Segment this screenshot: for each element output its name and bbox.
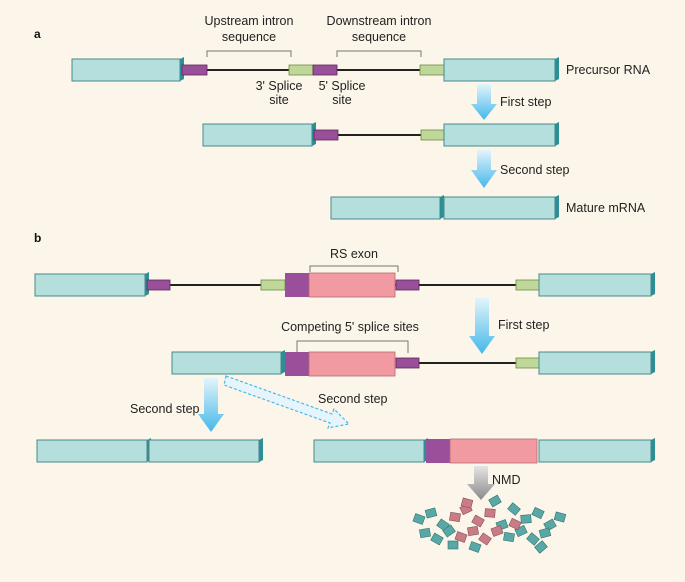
green-segment <box>515 357 540 369</box>
downstream-intron-label-1: Downstream intron <box>327 14 432 28</box>
rs-exon <box>285 272 396 298</box>
rna-fragment <box>454 531 468 543</box>
exon-right <box>148 438 263 463</box>
purple-segment <box>181 64 208 76</box>
green-segment <box>288 64 314 76</box>
precursor-rna-b <box>34 272 655 298</box>
rna-fragment <box>553 511 567 523</box>
mature-mrna-rs <box>313 438 655 464</box>
competing-bracket <box>296 340 409 353</box>
rna-fragment <box>526 532 540 546</box>
exon-right <box>443 122 559 147</box>
rna-fragment <box>507 502 521 516</box>
upstream-intron-label-1: Upstream intron <box>205 14 294 28</box>
upstream-intron-bracket <box>206 50 292 57</box>
panel-a-label: a <box>34 27 41 41</box>
second-step-label-right: Second step <box>318 392 388 406</box>
rna-fragment <box>508 517 522 531</box>
rna-fragment <box>484 508 496 518</box>
green-segment <box>419 64 445 76</box>
splice-5-label-1: 5' Splice <box>319 79 366 93</box>
second-step-arrow-left <box>198 378 224 432</box>
competing-splice-label: Competing 5' splice sites <box>281 320 419 334</box>
exon-right <box>443 195 559 220</box>
second-step-label-a: Second step <box>500 163 570 177</box>
exon-right <box>538 438 655 463</box>
splice-3-label-2: site <box>269 93 289 107</box>
precursor-rna-label: Precursor RNA <box>566 63 651 77</box>
purple-segment <box>395 279 420 291</box>
rna-fragment <box>468 541 482 553</box>
intermediate-rna <box>202 122 559 147</box>
purple-segment <box>395 357 420 369</box>
splice-5-label-2: site <box>332 93 352 107</box>
panel-b-label: b <box>34 231 41 245</box>
second-step-arrow <box>471 150 497 188</box>
exon-right <box>538 272 655 297</box>
rs-exon-label: RS exon <box>330 247 378 261</box>
rna-fragment <box>424 507 438 519</box>
splice-3-label-1: 3' Splice <box>256 79 303 93</box>
rna-fragment <box>534 540 548 554</box>
rna-fragment <box>543 518 557 532</box>
rna-fragment <box>430 532 444 546</box>
rs-exon <box>426 438 538 464</box>
upstream-intron-label-2: sequence <box>222 30 276 44</box>
purple-segment <box>313 129 339 141</box>
rna-fragment <box>488 494 502 508</box>
first-step-label-a: First step <box>500 95 551 109</box>
first-step-arrow-b <box>469 298 495 354</box>
exon-left <box>202 122 316 147</box>
rna-fragment <box>490 525 504 537</box>
rna-fragment <box>412 513 426 525</box>
mature-mrna <box>330 195 559 220</box>
rna-fragment <box>460 497 474 509</box>
first-step-label-b: First step <box>498 318 549 332</box>
rna-fragment <box>449 511 461 523</box>
degraded-fragments <box>412 494 567 554</box>
rna-fragment <box>531 506 545 520</box>
downstream-intron-bracket <box>336 50 422 57</box>
exon-right <box>538 350 655 375</box>
rna-fragment <box>478 532 492 546</box>
intermediate-rna-b <box>171 350 655 377</box>
rna-fragment <box>442 524 456 538</box>
exon-left <box>313 438 428 463</box>
second-step-arrow-right <box>223 375 351 429</box>
first-step-arrow <box>471 84 497 120</box>
nmd-label: NMD <box>492 473 520 487</box>
exon-left <box>71 57 184 82</box>
second-step-label-left: Second step <box>130 402 200 416</box>
mature-mrna-left <box>36 438 263 463</box>
green-segment <box>260 279 286 291</box>
exon-left <box>34 272 149 297</box>
rna-fragment <box>467 525 479 537</box>
rs-exon-bracket <box>309 265 399 272</box>
rna-fragment <box>447 540 459 550</box>
exon-left <box>171 350 285 375</box>
exon-left <box>36 438 151 463</box>
purple-segment <box>146 279 171 291</box>
rna-fragment <box>503 531 515 543</box>
nmd-arrow <box>467 466 495 500</box>
rna-fragment <box>520 514 532 524</box>
downstream-intron-label-2: sequence <box>352 30 406 44</box>
precursor-rna <box>71 57 559 82</box>
mature-mrna-label: Mature mRNA <box>566 201 646 215</box>
rna-fragment <box>538 527 552 539</box>
rs-exon <box>285 351 396 377</box>
purple-segment <box>312 64 338 76</box>
rna-fragment <box>419 527 431 539</box>
exon-right <box>443 57 559 82</box>
green-segment <box>420 129 445 141</box>
rna-fragment <box>471 514 485 528</box>
exon-left <box>330 195 444 220</box>
green-segment <box>515 279 540 291</box>
